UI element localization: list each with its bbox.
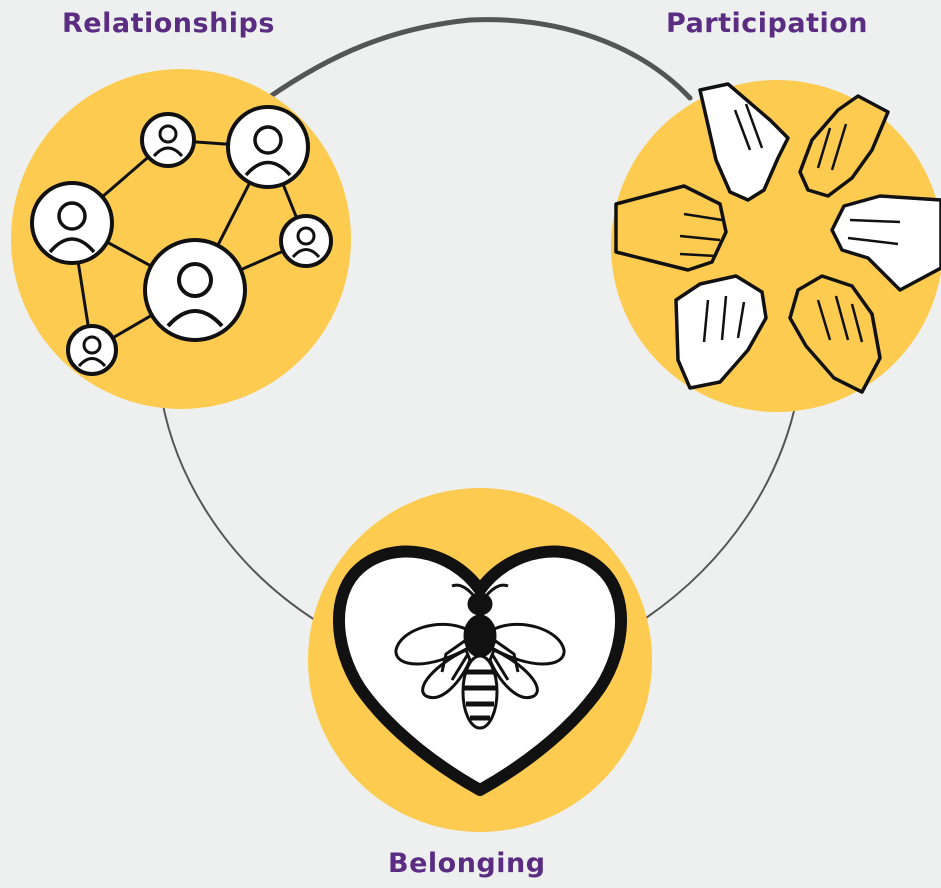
- participation-label: Participation: [666, 8, 868, 39]
- person-node: [66, 324, 118, 376]
- participation-circle: [611, 80, 941, 412]
- connector-left: [161, 399, 319, 623]
- belonging-label: Belonging: [388, 848, 546, 879]
- person-node: [143, 238, 247, 342]
- connector-top: [265, 17, 693, 101]
- connector-right: [645, 397, 798, 619]
- person-node: [30, 181, 114, 265]
- person-node: [226, 105, 310, 189]
- bee-icon: [394, 583, 566, 730]
- person-node: [279, 214, 333, 268]
- belonging-circle: [308, 488, 652, 832]
- heart-bee-icon: [333, 545, 627, 796]
- relationships-circle: [11, 69, 351, 409]
- person-node: [140, 112, 196, 168]
- hands-circle-icon: [614, 82, 941, 394]
- relationships-label: Relationships: [62, 8, 275, 39]
